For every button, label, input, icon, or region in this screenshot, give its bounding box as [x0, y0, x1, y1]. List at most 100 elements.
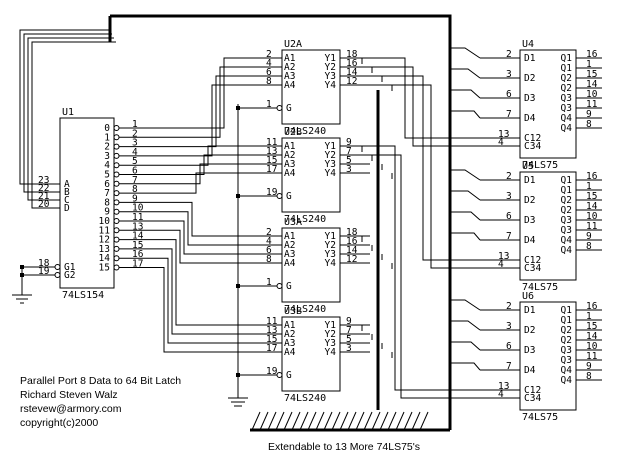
u1-output-label: 11 [99, 225, 111, 236]
wire [117, 163, 282, 185]
buffer-ref-label: U2A [284, 39, 302, 50]
buffer-input-label: A4 [284, 168, 296, 179]
latch-q-pin-number: 1 [586, 181, 592, 192]
u1-output-label: 5 [104, 170, 110, 181]
buffer-part-label: 74LS240 [284, 393, 326, 404]
wire [117, 267, 282, 353]
u1-output-label: 12 [99, 235, 110, 246]
wire [117, 145, 282, 166]
latch-q-label: Q4 [561, 123, 573, 134]
wire [117, 211, 282, 246]
latch-d-label: D3 [524, 345, 535, 356]
wire [362, 57, 520, 139]
inversion-bubble [113, 162, 120, 169]
buffer-input-label: A1 [284, 53, 296, 64]
inversion-bubble [113, 255, 120, 262]
wire [315, 411, 325, 431]
u1-output-pin-number: 8 [132, 184, 138, 195]
latch-q-label: Q1 [561, 175, 573, 186]
wire [291, 411, 301, 431]
u1-output-pin-number: 13 [132, 221, 143, 232]
buffer-output-label: Y3 [325, 249, 336, 260]
latch-body [519, 301, 577, 411]
wire [31, 41, 116, 209]
latch-q-label: Q1 [561, 315, 573, 326]
wire [450, 190, 481, 201]
latch-d-pin-number: 3 [506, 69, 512, 80]
latch-ref-label: U4 [522, 39, 534, 50]
buffer-input-pin-number: 8 [266, 254, 272, 265]
latch-q-label: Q2 [561, 195, 572, 206]
latch-part-label: 74LS75 [522, 160, 558, 171]
buffer-output-pin-number: 7 [346, 325, 352, 336]
latch-q-label: Q1 [561, 63, 573, 74]
wire [450, 68, 481, 79]
latch-q-pin-number: 1 [586, 311, 592, 322]
latch-q-pin-number: 9 [586, 231, 592, 242]
wire [362, 75, 520, 261]
u1-output-pin-number: 15 [132, 240, 143, 251]
wire [117, 57, 282, 129]
latch-d-label: D2 [524, 195, 535, 206]
u1-output-label: 9 [104, 207, 110, 218]
buffer-output-label: Y2 [325, 62, 336, 73]
latch-d-pin-number: 7 [506, 361, 512, 372]
junction-dot [236, 106, 240, 110]
latch-q-label: Q3 [561, 225, 572, 236]
buffer-input-pin-number: 6 [266, 67, 272, 78]
wire [110, 14, 452, 430]
buffer-output-pin-number: 16 [346, 236, 358, 247]
latch-d-label: D3 [524, 93, 535, 104]
wire [450, 362, 481, 371]
latch-q-label: Q3 [561, 345, 572, 356]
junction-dot [236, 373, 240, 377]
wire [117, 201, 282, 237]
buffer-body [281, 49, 341, 125]
u1-input-label: A [64, 179, 70, 190]
wire [395, 411, 405, 431]
buffer-body [281, 316, 341, 392]
u1-output-pin-number: 14 [132, 231, 144, 242]
junction-dot [20, 273, 24, 277]
latch-body [519, 49, 577, 159]
buffer-input-label: A1 [284, 320, 296, 331]
wiring [19, 14, 520, 432]
latch-q-label: Q2 [561, 73, 572, 84]
buffer-output-label: Y1 [325, 53, 337, 64]
latch-q-pin-number: 10 [586, 89, 598, 100]
latch-q-pin-number: 11 [586, 99, 598, 110]
wire [362, 66, 520, 147]
title-line-1: Parallel Port 8 Data to 64 Bit Latch [20, 375, 181, 387]
u1-output-pin-number: 9 [132, 193, 138, 204]
latch-q-label: Q2 [561, 205, 572, 216]
latch-d-label: D4 [524, 235, 536, 246]
latch-q-label: Q4 [561, 235, 573, 246]
u1-output-pin-number: 3 [132, 138, 138, 149]
latch-q-pin-number: 1 [586, 59, 592, 70]
buffer-input-label: A2 [284, 62, 295, 73]
u1-output-label: 13 [99, 244, 110, 255]
inversion-bubble [54, 264, 61, 270]
latch-part-label: 74LS75 [522, 412, 558, 423]
wire [117, 257, 282, 344]
inversion-bubble [276, 193, 283, 199]
buffer-input-label: A3 [284, 71, 295, 82]
title-line-4: copyright(c)2000 [20, 417, 98, 429]
u1-output-label: 10 [99, 216, 111, 227]
u1-output-label: 8 [104, 197, 110, 208]
latch-q-label: Q3 [561, 93, 572, 104]
buffer-input-label: A2 [284, 240, 295, 251]
latch-d-label: D1 [524, 53, 536, 64]
buffer-output-pin-number: 5 [346, 155, 352, 166]
latch-q-pin-number: 16 [586, 301, 598, 312]
annotations: Parallel Port 8 Data to 64 Bit Latch Ric… [20, 375, 420, 453]
wire [19, 29, 110, 185]
footer-note: Extendable to 13 More 74LS75's [268, 441, 420, 453]
buffer-output-pin-number: 12 [346, 254, 357, 265]
buffer-input-label: A3 [284, 249, 295, 260]
wire [299, 411, 309, 431]
wire [251, 411, 261, 431]
buffer-output-pin-number: 18 [346, 227, 358, 238]
